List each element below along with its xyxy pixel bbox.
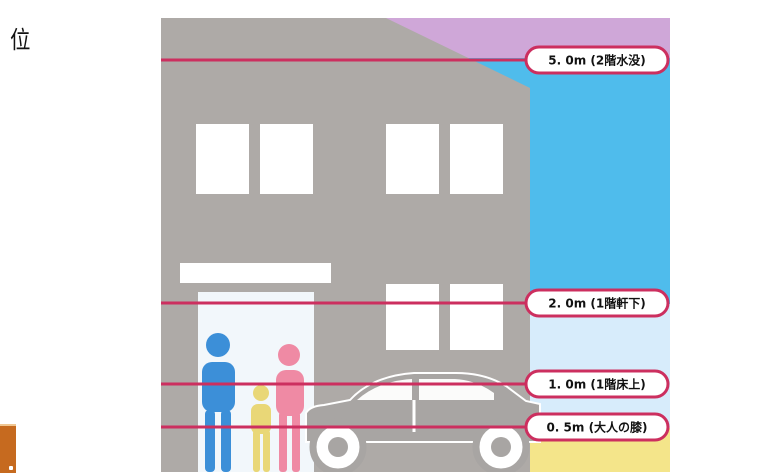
child-leg: [263, 430, 270, 472]
level-label-pill: [524, 412, 670, 442]
child-leg: [253, 430, 260, 472]
diagram-canvas: [161, 18, 670, 472]
level-marker-group: 5. 0m (2階水没) 2. 0m (1階軒下) 1. 0m (1階床上) 0…: [161, 45, 670, 442]
adult-male-leg: [205, 410, 215, 472]
level-label-text: 0. 5m (大人の膝): [546, 420, 647, 435]
upper-window: [196, 124, 249, 194]
car-hub: [328, 437, 348, 457]
adult-male-torso: [202, 362, 235, 412]
child-head: [253, 385, 269, 401]
entrance-canopy: [180, 263, 331, 283]
left-corner-chip: [0, 424, 16, 473]
upper-window: [450, 124, 503, 194]
adult-female-leg: [292, 412, 300, 472]
adult-female-torso: [276, 370, 304, 416]
level-marker-0-5m: 0. 5m (大人の膝): [161, 412, 670, 442]
adult-female-head: [278, 344, 300, 366]
level-marker-2m: 2. 0m (1階軒下): [161, 288, 670, 318]
car-hub: [491, 437, 511, 457]
lower-window: [386, 284, 439, 350]
level-label-text: 2. 0m (1階軒下): [548, 296, 645, 311]
adult-female-leg: [279, 412, 287, 472]
lower-window: [450, 284, 503, 350]
upper-window: [260, 124, 313, 194]
level-label-text: 5. 0m (2階水没): [548, 53, 645, 68]
level-marker-5m: 5. 0m (2階水没): [161, 45, 670, 75]
left-cut-text: 位: [10, 26, 31, 54]
level-marker-1m: 1. 0m (1階床上): [161, 369, 670, 399]
level-label-pill: [524, 288, 670, 318]
upper-window: [386, 124, 439, 194]
adult-male-leg: [221, 410, 231, 472]
level-label-pill: [524, 45, 670, 75]
adult-male-head: [206, 333, 230, 357]
house-group: [161, 18, 530, 472]
child-torso: [251, 404, 271, 434]
level-label-pill: [524, 369, 670, 399]
level-label-text: 1. 0m (1階床上): [548, 377, 645, 392]
